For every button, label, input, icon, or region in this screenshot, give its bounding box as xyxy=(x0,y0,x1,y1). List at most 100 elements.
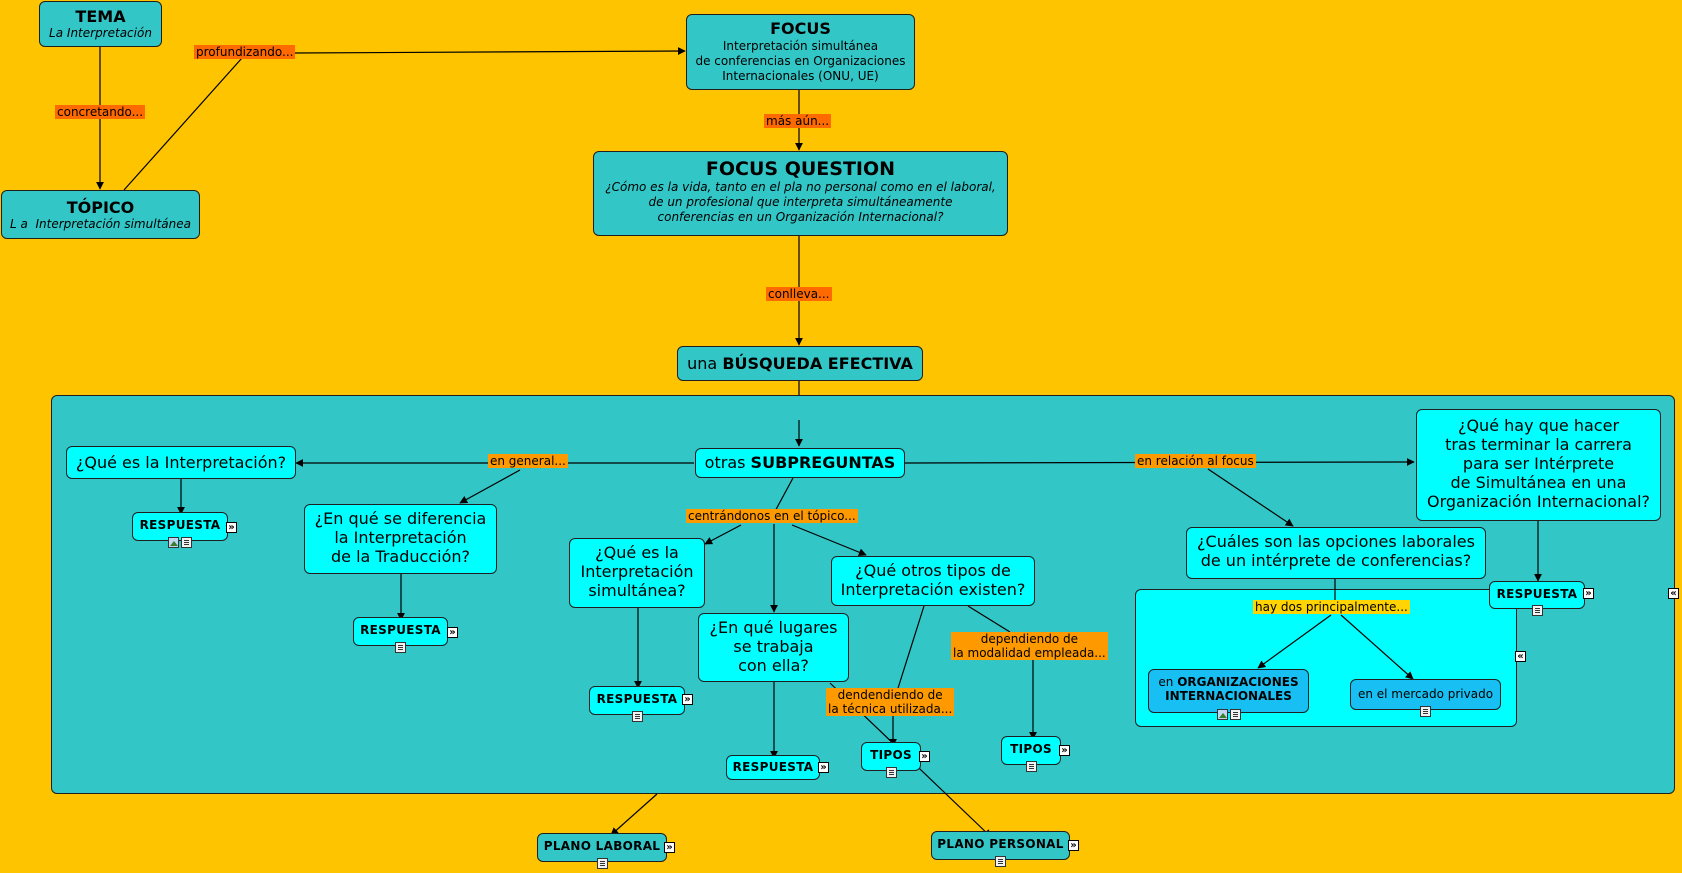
q-simultanea-l2: Interpretación xyxy=(580,562,694,581)
plano-laboral-node[interactable]: PLANO LABORAL xyxy=(537,833,667,869)
tipos-tecnica-icons xyxy=(862,767,920,778)
focus-line-2: de conferencias en Organizaciones xyxy=(695,54,906,68)
org-internacionales-prefix: en xyxy=(1158,675,1178,689)
topico-title: TÓPICO xyxy=(66,198,135,217)
label-dependiendo: dependiendo de la modalidad empleada... xyxy=(951,632,1108,660)
q-otros-tipos[interactable]: ¿Qué otros tipos de Interpretación exist… xyxy=(831,556,1035,606)
label-profundizando: profundizando... xyxy=(194,45,296,59)
respuesta-interpretacion[interactable]: RESPUESTA xyxy=(132,512,228,548)
respuesta-interpretacion-icons xyxy=(133,537,227,548)
q-opciones-l1: ¿Cuáles son las opciones laborales xyxy=(1197,532,1475,551)
respuesta-lugares[interactable]: RESPUESTA xyxy=(726,755,820,780)
document-icon[interactable] xyxy=(1531,605,1543,616)
q-tras-terminar-carrera[interactable]: ¿Qué hay que hacer tras terminar la carr… xyxy=(1416,409,1661,521)
image-icon[interactable] xyxy=(1216,709,1228,720)
image-icon[interactable] xyxy=(168,537,179,548)
tipos-tecnica[interactable]: TIPOS xyxy=(861,742,921,778)
q-carrera-l1: ¿Qué hay que hacer xyxy=(1457,416,1620,435)
expand-icon[interactable]: » xyxy=(682,694,693,705)
q-carrera-l5: Organización Internacional? xyxy=(1426,492,1651,511)
q-carrera-l4: de Simultánea en una xyxy=(1450,473,1627,492)
subpreguntas-prefix: otras xyxy=(704,453,751,472)
q-tipos-l2: Interpretación existen? xyxy=(840,580,1026,599)
tipos-modalidad-label: TIPOS xyxy=(1010,742,1052,756)
document-icon[interactable] xyxy=(885,767,897,778)
focus-line-1: Interpretación simultánea xyxy=(722,39,879,53)
respuesta-interpretacion-label: RESPUESTA xyxy=(139,518,221,532)
org-internacionales-node[interactable]: en ORGANIZACIONES INTERNACIONALES xyxy=(1148,669,1309,720)
org-internacionales-l2: INTERNACIONALES xyxy=(1165,689,1292,703)
tema-subtitle: La Interpretación xyxy=(49,26,152,40)
focus-title: FOCUS xyxy=(770,19,831,38)
q-que-es-simultanea[interactable]: ¿Qué es la Interpretación simultánea? xyxy=(569,538,705,608)
label-dendendiendo-l1: dendendiendo de xyxy=(837,688,943,702)
expand-icon[interactable]: » xyxy=(919,751,930,762)
topico-subtitle: L a Interpretación simultánea xyxy=(10,217,191,231)
label-mas-aun: más aún... xyxy=(764,114,832,128)
plano-personal-node[interactable]: PLANO PERSONAL xyxy=(931,831,1070,867)
respuesta-simultanea[interactable]: RESPUESTA xyxy=(589,686,685,722)
expand-icon[interactable]: » xyxy=(818,762,829,773)
document-icon[interactable] xyxy=(1229,709,1241,720)
q-en-que-lugares[interactable]: ¿En qué lugares se trabaja con ella? xyxy=(698,613,849,682)
q-opciones-laborales[interactable]: ¿Cuáles son las opciones laborales de un… xyxy=(1186,527,1486,579)
tema-node[interactable]: TEMA La Interpretación xyxy=(39,1,162,47)
respuesta-carrera[interactable]: RESPUESTA xyxy=(1489,581,1585,616)
focus-line-3: Internacionales (ONU, UE) xyxy=(722,69,879,83)
tipos-tecnica-label: TIPOS xyxy=(870,748,912,762)
focus-question-title: FOCUS QUESTION xyxy=(705,158,896,180)
busqueda-efectiva-node[interactable]: una BÚSQUEDA EFECTIVA xyxy=(677,346,923,381)
expand-icon[interactable]: » xyxy=(1068,840,1079,851)
focus-question-line-3: conferencias en un Organización Internac… xyxy=(657,210,944,224)
org-internacionales-l1: ORGANIZACIONES xyxy=(1177,675,1299,689)
topico-node[interactable]: TÓPICO L a Interpretación simultánea xyxy=(1,190,200,239)
expand-icon[interactable]: » xyxy=(226,522,237,533)
label-concretando: concretando... xyxy=(55,105,146,119)
expand-icon[interactable]: » xyxy=(447,627,458,638)
respuesta-diferencia[interactable]: RESPUESTA xyxy=(353,617,448,653)
plano-personal-label: PLANO PERSONAL xyxy=(937,837,1064,851)
subpreguntas-bold: SUBPREGUNTAS xyxy=(750,453,896,472)
q-diferencia-l3: de la Traducción? xyxy=(331,547,470,566)
q-tipos-l1: ¿Qué otros tipos de xyxy=(855,561,1011,580)
q-carrera-l2: tras terminar la carrera xyxy=(1445,435,1632,454)
q-diferencia-traduccion[interactable]: ¿En qué se diferencia la Interpretación … xyxy=(304,504,497,574)
document-icon[interactable] xyxy=(995,856,1006,867)
document-icon[interactable] xyxy=(395,642,406,653)
q-que-es-interpretacion[interactable]: ¿Qué es la Interpretación? xyxy=(66,446,296,479)
expand-icon[interactable]: » xyxy=(1059,745,1070,756)
plano-personal-icons xyxy=(932,856,1069,867)
plano-laboral-label: PLANO LABORAL xyxy=(543,839,661,853)
q-diferencia-l2: la Interpretación xyxy=(334,528,467,547)
focus-question-line-1: ¿Cómo es la vida, tanto en el pla no per… xyxy=(605,180,996,194)
expand-icon[interactable]: » xyxy=(1583,588,1594,599)
focus-question-node[interactable]: FOCUS QUESTION ¿Cómo es la vida, tanto e… xyxy=(593,151,1008,236)
q-lugares-l1: ¿En qué lugares xyxy=(709,618,838,637)
respuesta-simultanea-label: RESPUESTA xyxy=(596,692,678,706)
mercado-privado-node[interactable]: en el mercado privado xyxy=(1350,679,1501,717)
collapse-icon[interactable]: « xyxy=(1515,651,1526,662)
q-simultanea-l3: simultánea? xyxy=(588,581,686,600)
document-icon[interactable] xyxy=(631,711,643,722)
document-icon[interactable] xyxy=(1420,706,1431,717)
mercado-privado-icons xyxy=(1351,706,1500,717)
respuesta-diferencia-icons xyxy=(354,642,447,653)
tema-title: TEMA xyxy=(75,7,126,26)
document-icon[interactable] xyxy=(596,858,608,869)
respuesta-simultanea-icons xyxy=(590,711,684,722)
collapse-icon[interactable]: « xyxy=(1668,588,1679,599)
respuesta-carrera-icons xyxy=(1490,605,1584,616)
document-icon[interactable] xyxy=(1025,761,1037,772)
focus-question-line-2: de un profesional que interpreta simultá… xyxy=(648,195,953,209)
q-lugares-l2: se trabaja xyxy=(733,637,814,656)
busqueda-bold: BÚSQUEDA EFECTIVA xyxy=(722,354,913,373)
tipos-modalidad[interactable]: TIPOS xyxy=(1001,736,1061,772)
q-lugares-l3: con ella? xyxy=(738,656,809,675)
org-internacionales-icons xyxy=(1149,709,1308,720)
mercado-privado-text: en el mercado privado xyxy=(1357,687,1494,701)
subpreguntas-node[interactable]: otras SUBPREGUNTAS xyxy=(695,448,905,478)
document-icon[interactable] xyxy=(181,537,192,548)
focus-node[interactable]: FOCUS Interpretación simultánea de confe… xyxy=(686,14,915,90)
label-hay-dos: hay dos principalmente... xyxy=(1253,600,1410,614)
expand-icon[interactable]: » xyxy=(664,842,675,853)
